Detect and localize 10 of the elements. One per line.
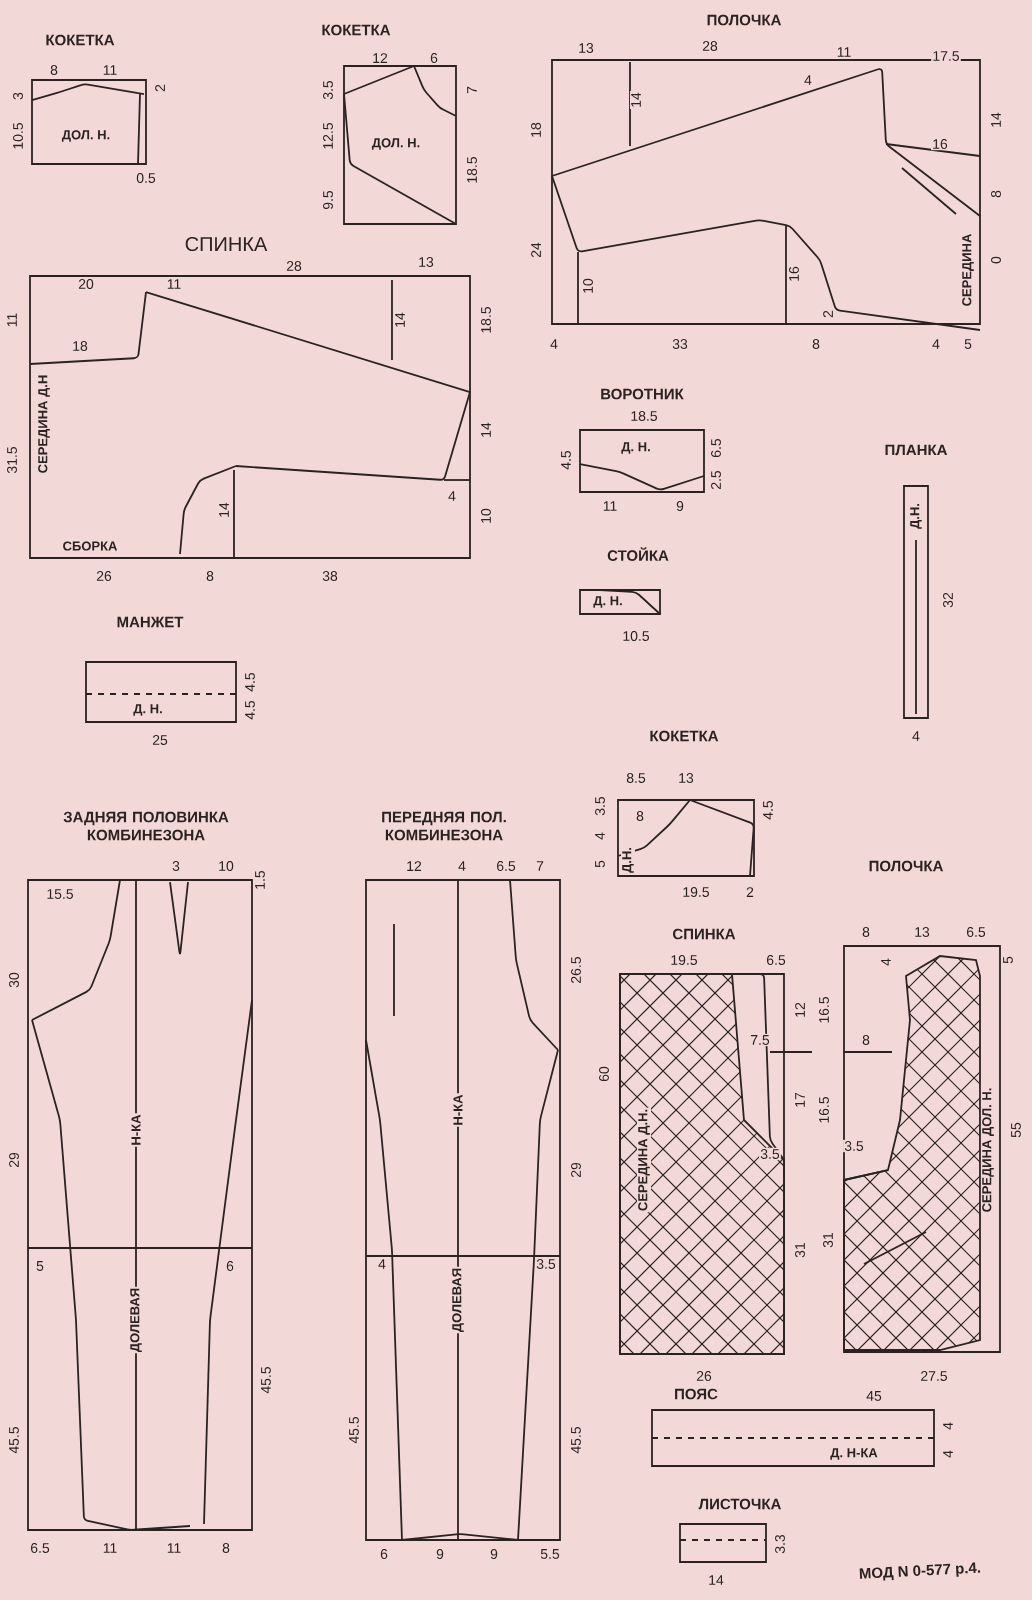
pattern-piece (617, 730, 755, 877)
pattern-piece (31, 34, 147, 165)
pattern-piece (322, 24, 457, 225)
pattern-piece (651, 1388, 935, 1467)
pattern-piece (85, 616, 237, 723)
pattern-piece (579, 547, 669, 615)
pattern-piece (843, 860, 1001, 1353)
pattern-piece (679, 1498, 781, 1563)
piece-title: СПИНКА (185, 236, 268, 252)
pattern-piece (579, 388, 705, 493)
